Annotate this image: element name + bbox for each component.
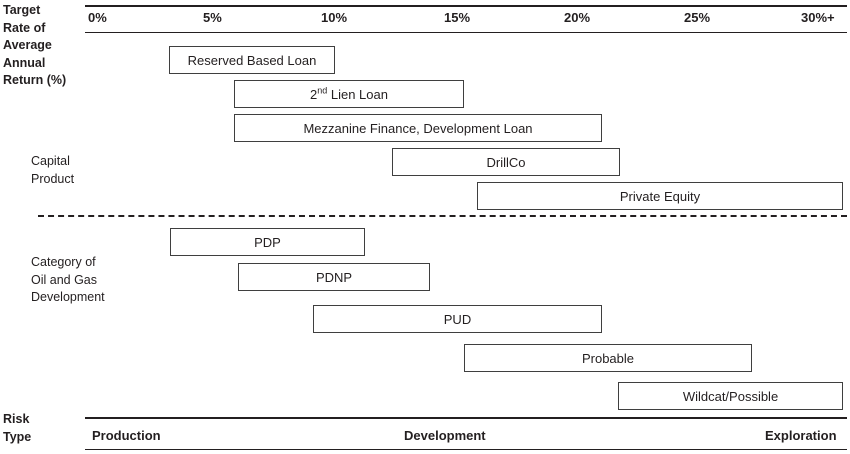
scale-top-rule: [85, 5, 847, 7]
axis-tick-4: 20%: [564, 10, 591, 25]
bar-label-drillco: DrillCo: [486, 154, 526, 170]
bar-reserved-based-loan: Reserved Based Loan: [169, 46, 335, 74]
bar-label-wildcat-possible: Wildcat/Possible: [682, 388, 779, 404]
section-label-category-oil-gas: Category of Oil and Gas Development: [31, 255, 105, 304]
bar-label-second-lien-loan: 2nd Lien Loan: [310, 85, 388, 102]
bar-label-mezzanine-finance: Mezzanine Finance, Development Loan: [303, 120, 533, 136]
bar-private-equity: Private Equity: [477, 182, 843, 210]
section-label-risk-type: Risk Type: [3, 412, 32, 444]
axis-tick-1: 5%: [203, 10, 222, 25]
bar-label-second-lien-suffix: Lien Loan: [327, 86, 388, 102]
axis-tick-6: 30%+: [801, 10, 835, 25]
footer-label-exploration: Exploration: [765, 428, 837, 443]
bar-pdnp: PDNP: [238, 263, 430, 291]
bar-drillco: DrillCo: [392, 148, 620, 176]
bar-label-second-lien-prefix: 2: [310, 86, 318, 102]
bar-label-pdp: PDP: [254, 234, 281, 250]
bar-label-reserved-based-loan: Reserved Based Loan: [187, 52, 317, 68]
bar-second-lien-loan: 2nd Lien Loan: [234, 80, 464, 108]
footer-bottom-rule: [85, 449, 847, 450]
bar-label-pud: PUD: [443, 311, 472, 327]
bar-probable: Probable: [464, 344, 752, 372]
axis-header-label: Target Rate of Average Annual Return (%): [3, 3, 67, 87]
section-divider-dashed: [38, 215, 847, 217]
bar-mezzanine-finance: Mezzanine Finance, Development Loan: [234, 114, 602, 142]
bar-wildcat-possible: Wildcat/Possible: [618, 382, 843, 410]
bar-pdp: PDP: [170, 228, 365, 256]
bar-pud: PUD: [313, 305, 602, 333]
bar-label-probable: Probable: [581, 350, 635, 366]
bar-label-pdnp: PDNP: [315, 269, 353, 285]
scale-bottom-rule: [85, 32, 847, 33]
footer-label-production: Production: [92, 428, 161, 443]
section-label-capital-product: Capital Product: [31, 154, 75, 186]
bar-label-second-lien-superscript: nd: [317, 85, 328, 96]
bar-label-private-equity: Private Equity: [619, 188, 701, 204]
axis-tick-5: 25%: [684, 10, 711, 25]
axis-tick-2: 10%: [321, 10, 348, 25]
axis-tick-3: 15%: [444, 10, 471, 25]
axis-tick-0: 0%: [88, 10, 107, 25]
footer-label-development: Development: [404, 428, 486, 443]
footer-top-rule: [85, 417, 847, 419]
